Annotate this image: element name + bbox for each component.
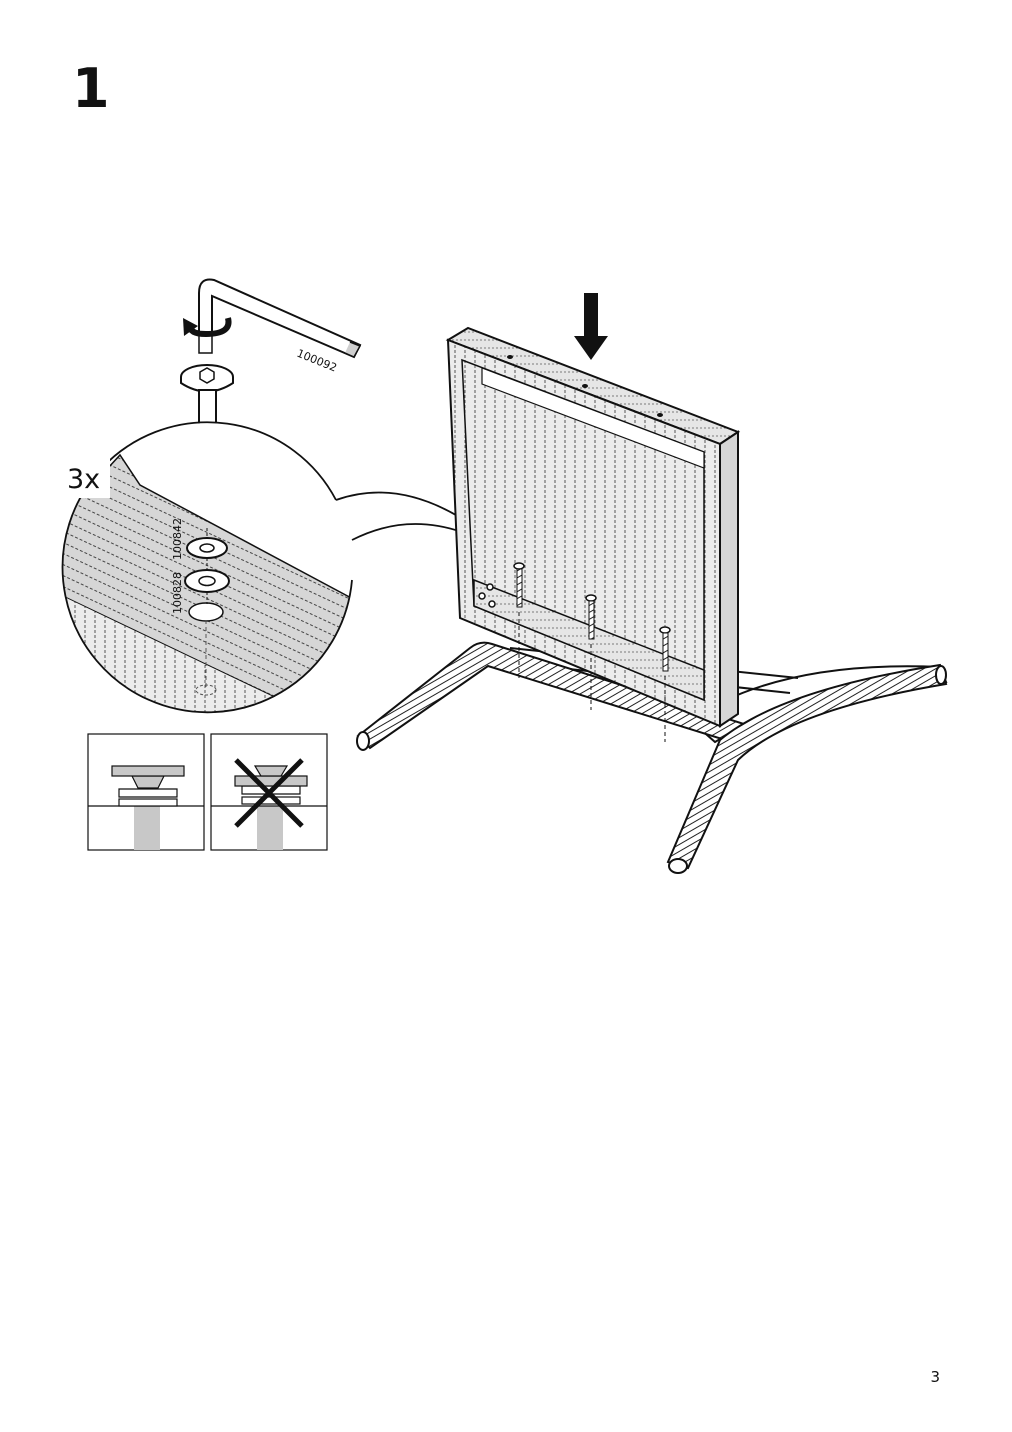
chair-base xyxy=(356,641,948,874)
page-number: 3 xyxy=(930,1368,940,1386)
rotate-arrow-icon xyxy=(183,317,232,338)
washer-lower-part-number: 100828 xyxy=(171,572,184,614)
washer-incorrect-cross-icon xyxy=(210,733,328,851)
allen-key-part-number: 100092 xyxy=(295,347,339,375)
down-arrow-icon xyxy=(574,293,608,360)
seat-panel xyxy=(445,326,741,728)
washer-lower xyxy=(184,569,230,593)
panel-bolt-2 xyxy=(585,594,597,710)
washer-correct-icon xyxy=(87,733,205,851)
allen-key xyxy=(198,278,362,359)
panel-bolt-1 xyxy=(513,562,525,678)
step-number: 1 xyxy=(72,57,110,120)
quantity-label: 3x xyxy=(67,464,100,495)
washer-upper-part-number: 100842 xyxy=(171,518,184,560)
panel-bolt-3 xyxy=(659,626,671,742)
washer-upper xyxy=(186,537,228,559)
